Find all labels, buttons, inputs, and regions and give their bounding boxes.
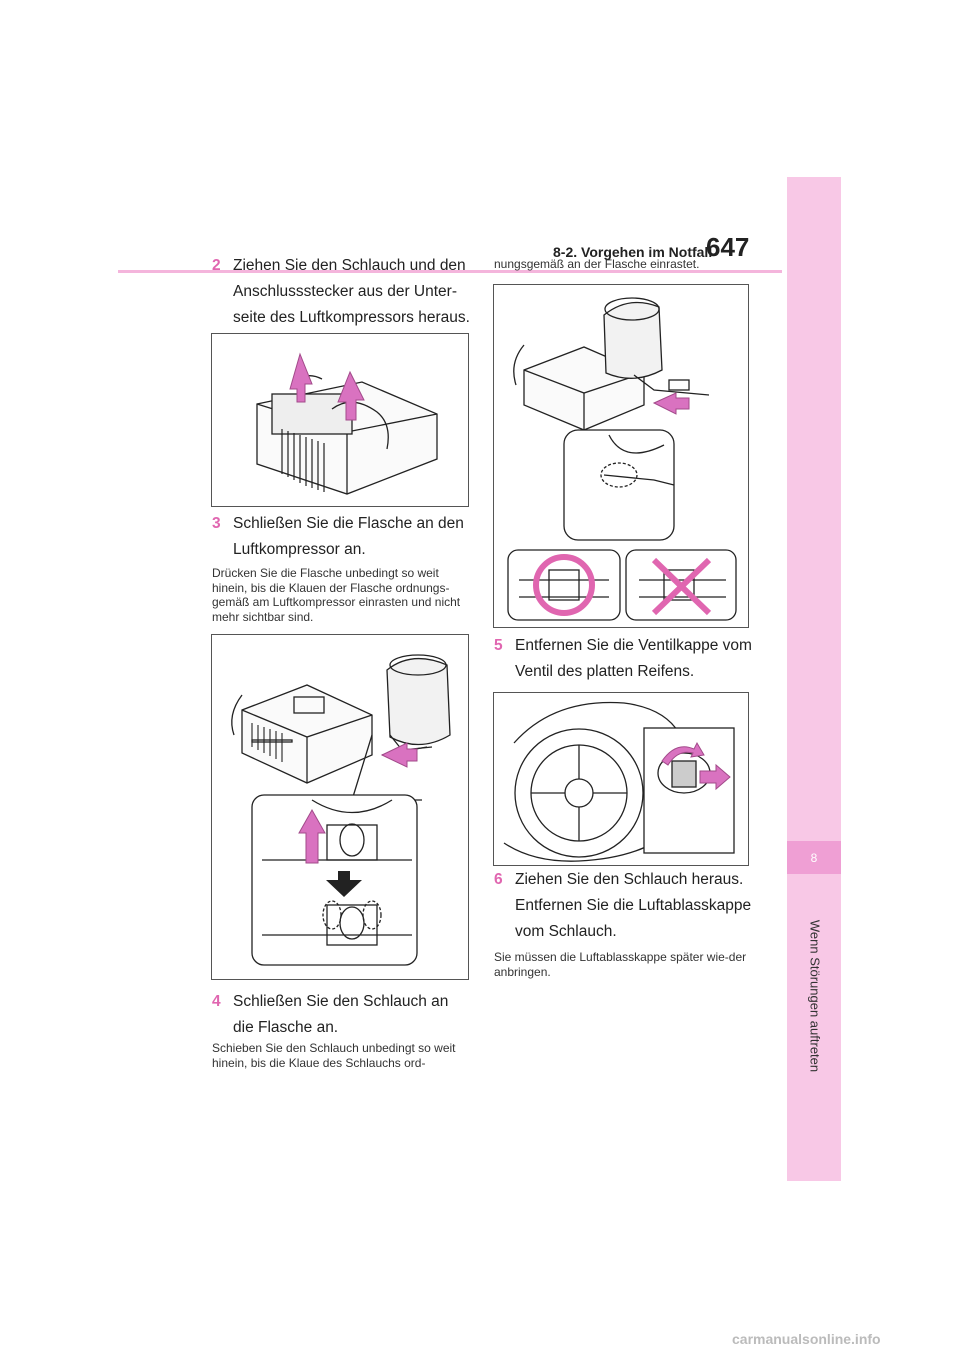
chapter-active-marker <box>787 841 841 874</box>
step-4: 4 Schließen Sie den Schlauch an die Flas… <box>212 989 472 1041</box>
step-text: Ziehen Sie den Schlauch und den Anschlus… <box>233 257 470 326</box>
step-text: Schließen Sie den Schlauch an die Flasch… <box>233 993 449 1036</box>
bottle-attach-illustration <box>231 654 451 966</box>
step-3: 3 Schließen Sie die Flasche an den Luftk… <box>212 511 472 563</box>
section-title: 8-2. Vorgehen im Notfall <box>553 244 713 260</box>
right-arrow-icon <box>699 763 731 791</box>
hose-attach-illustration <box>507 297 737 621</box>
step-2: 2 Ziehen Sie den Schlauch und den Anschl… <box>212 253 472 331</box>
incorrect-cross-icon <box>651 557 712 616</box>
step-number: 5 <box>494 637 503 654</box>
footer-watermark: carmanualsonline.info <box>732 1331 881 1347</box>
compressor-underside-illustration <box>256 352 438 495</box>
step-4-note-part-1: Schieben Sie den Schlauch unbedingt so w… <box>212 1041 456 1070</box>
up-arrow-icon <box>337 370 365 421</box>
left-arrow-icon <box>380 742 418 768</box>
figure-hose-attach <box>493 284 749 628</box>
figure-valve-cap <box>493 692 749 866</box>
chapter-label: Wenn Störungen auftreten <box>807 919 823 1073</box>
left-arrow-icon <box>652 392 690 415</box>
step-4-note-part-2: nungsgemäß an der Flasche einrastet. <box>494 257 700 271</box>
step-5: 5 Entfernen Sie die Ventilkappe vom Vent… <box>494 633 754 685</box>
step-text: Ziehen Sie den Schlauch heraus. Entferne… <box>515 871 752 940</box>
chapter-number: 8 <box>810 851 818 865</box>
figure-compressor-underside <box>211 333 469 507</box>
step-number: 6 <box>494 871 503 888</box>
step-6: 6 Ziehen Sie den Schlauch heraus. Entfer… <box>494 867 754 945</box>
valve-cap-illustration <box>503 701 735 862</box>
chapter-side-tab <box>787 177 841 1181</box>
header-divider <box>118 270 782 273</box>
rotate-arrow-icon <box>661 741 705 766</box>
step-6-note: Sie müssen die Luftablasskappe später wi… <box>494 950 747 979</box>
step-text: Schließen Sie die Flasche an den Luftkom… <box>233 515 464 558</box>
up-arrow-icon <box>298 808 326 864</box>
step-text: Entfernen Sie die Ventilkappe vom Ventil… <box>515 637 752 680</box>
step-number: 4 <box>212 993 221 1010</box>
step-number: 3 <box>212 515 221 532</box>
figure-bottle-attach <box>211 634 469 980</box>
step-3-note: Drücken Sie die Flasche unbedingt so wei… <box>212 566 461 624</box>
step-number: 2 <box>212 257 221 274</box>
down-arrow-icon <box>326 871 362 897</box>
up-arrow-icon <box>289 352 313 403</box>
page-number: 647 <box>706 232 750 262</box>
correct-circle-icon <box>533 554 595 616</box>
